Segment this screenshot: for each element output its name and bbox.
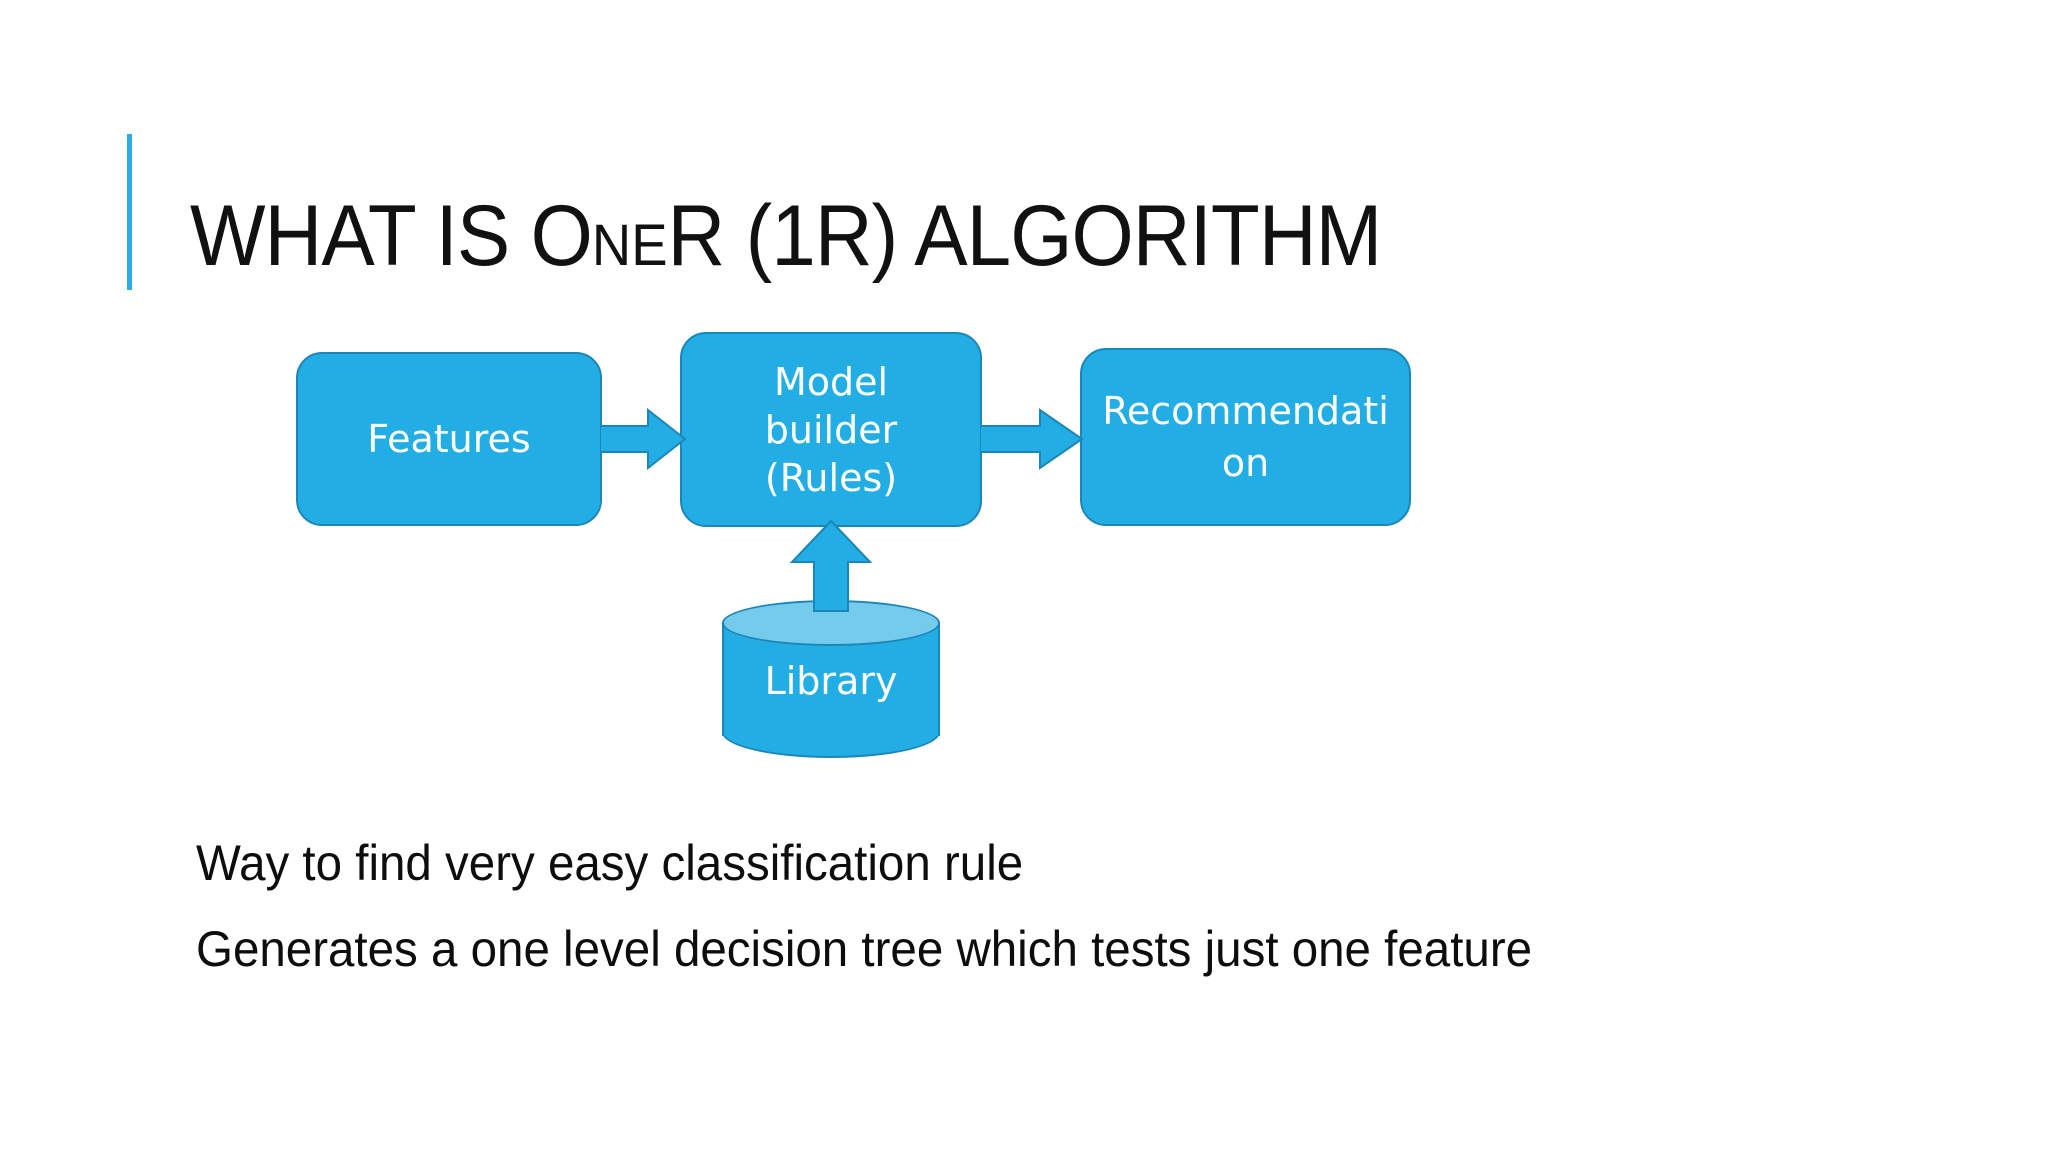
diagram-node-recommendation-label: Recommendation	[1102, 389, 1389, 485]
body-text-line-1: Way to find very easy classification rul…	[196, 835, 1024, 891]
page-title: WHAT IS ONER (1R) ALGORITHM	[190, 186, 1771, 296]
page-title-smallcaps: NE	[591, 212, 668, 278]
arrow-right-features-to-model-icon	[600, 408, 686, 470]
body-text-line-2: Generates a one level decision tree whic…	[196, 921, 1533, 977]
diagram-node-features: Features	[296, 352, 602, 526]
diagram-node-model-builder: Model builder (Rules)	[680, 332, 982, 527]
arrow-right-model-to-recommendation-icon	[980, 408, 1084, 470]
diagram-node-library-label: Library	[764, 659, 898, 703]
diagram-node-features-label: Features	[367, 417, 531, 461]
diagram-node-library: Library	[722, 600, 940, 758]
page-title-prefix: WHAT IS O	[190, 187, 593, 284]
diagram-node-model-builder-label: Model builder (Rules)	[764, 359, 898, 500]
page-title-suffix: R (1R) ALGORITHM	[667, 187, 1382, 284]
arrow-up-library-to-model-icon	[790, 520, 872, 612]
title-accent-bar	[127, 134, 132, 290]
diagram-node-recommendation: Recommendation	[1080, 348, 1411, 526]
